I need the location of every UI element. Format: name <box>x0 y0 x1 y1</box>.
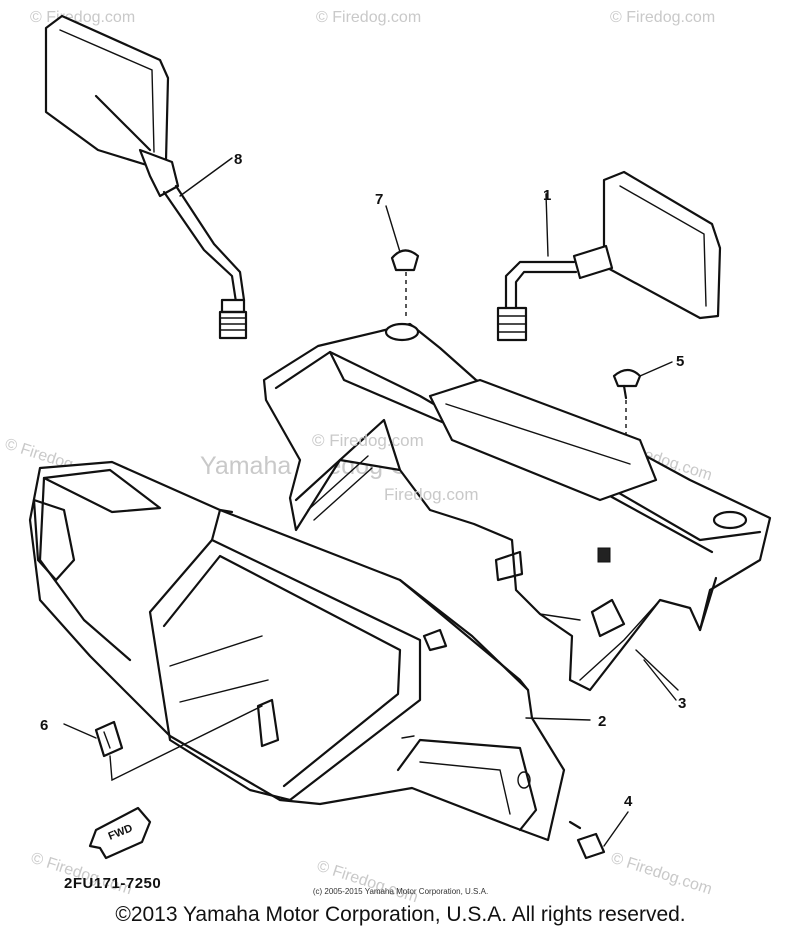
small-copyright: (c) 2005-2015 Yamaha Motor Corporation, … <box>312 887 489 896</box>
watermark-center: © Firedog.com <box>312 431 424 450</box>
part-4-bolt <box>568 811 629 860</box>
leader-lines <box>525 659 677 721</box>
callout-1: 1 <box>543 187 551 204</box>
part-2-cowl <box>28 460 566 842</box>
callout-7: 7 <box>375 191 383 208</box>
center-watermark: © Firedog.com Firedog.com <box>312 431 478 504</box>
part-1-right-mirror <box>496 170 722 342</box>
fwd-arrow: FWD <box>88 806 152 860</box>
callout-6: 6 <box>40 717 48 734</box>
watermark-center-sub: Firedog.com <box>384 485 478 504</box>
callout-5: 5 <box>676 353 684 370</box>
callout-3: 3 <box>678 695 686 712</box>
watermark-top-left: © Firedog.com <box>30 9 135 26</box>
diagram-code: 2FU171-7250 <box>64 875 162 892</box>
copyright-notice: ©2013 Yamaha Motor Corporation, U.S.A. A… <box>115 903 686 926</box>
callout-8: 8 <box>234 151 242 168</box>
part-3-bracket <box>262 322 772 692</box>
part-6-clip <box>63 705 263 782</box>
part-7-cap <box>385 205 420 320</box>
callout-4: 4 <box>624 793 633 810</box>
watermark-top-center: © Firedog.com <box>316 9 421 26</box>
callout-2: 2 <box>598 713 606 730</box>
part-8-left-mirror <box>44 14 248 340</box>
watermark-bottom-center: © Firedog.com <box>315 858 420 907</box>
callouts: 1 2 3 4 5 6 7 8 <box>40 151 686 810</box>
watermark-top-right: © Firedog.com <box>610 9 715 26</box>
